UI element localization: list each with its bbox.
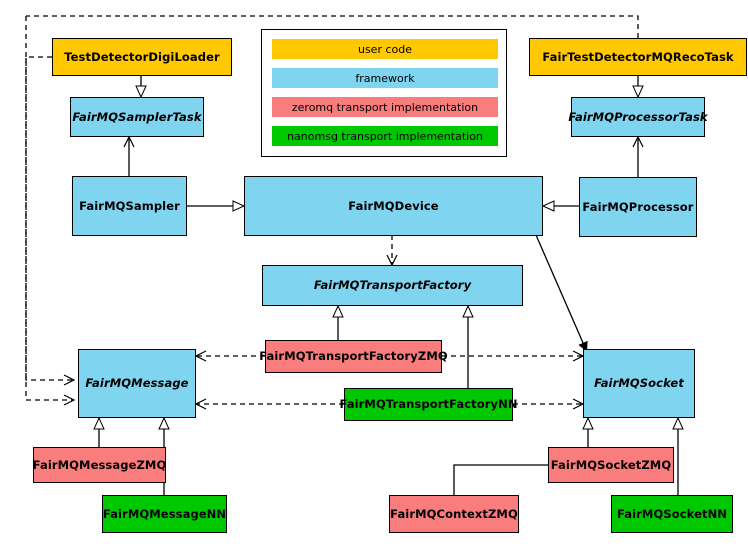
node-fairmqsocket[interactable]: FairMQSocket [583,349,695,418]
node-fairmqmessagenn[interactable]: FairMQMessageNN [102,495,227,533]
edge-recotask-message-seg1 [26,15,639,38]
legend-label-framework: framework [355,71,415,85]
node-fairmqtransportfactorynn[interactable]: FairMQTransportFactoryNN [339,388,517,421]
node-fairmqsocketzmq[interactable]: FairMQSocketZMQ [548,447,674,483]
legend-item-user-code: user code [272,39,498,59]
node-fairtestdetectormqrecotask[interactable]: FairTestDetectorMQRecoTask [529,38,747,76]
node-fairmqmessagezmq[interactable]: FairMQMessageZMQ [33,447,166,483]
node-fairmqcontextzmq[interactable]: FairMQContextZMQ [389,495,519,533]
legend: user code framework zeromq transport imp… [261,29,507,157]
node-fairmqdevice[interactable]: FairMQDevice [244,176,543,236]
legend-item-nanomsg: nanomsg transport implementation [272,126,498,146]
node-fairmqsampler[interactable]: FairMQSampler [72,176,187,236]
legend-label-nanomsg: nanomsg transport implementation [287,129,483,143]
edge-device-socket [535,234,588,353]
legend-label-zeromq: zeromq transport implementation [291,100,479,114]
edge-digiloader-message [25,56,76,406]
node-fairmqtransportfactoryzmq[interactable]: FairMQTransportFactoryZMQ [259,340,448,373]
edge-contextzmq-socketzmq [453,458,567,495]
node-fairmqprocessor[interactable]: FairMQProcessor [579,177,697,237]
node-fairmqtransportfactory[interactable]: FairMQTransportFactory [262,265,523,306]
legend-item-framework: framework [272,68,498,88]
node-fairmqmessage[interactable]: FairMQMessage [78,349,196,418]
node-testdetectordigiloader[interactable]: TestDetectorDigiLoader [52,38,232,76]
edge-recotask-message-seg2 [25,16,76,386]
node-fairmqsamplertask[interactable]: FairMQSamplerTask [70,97,204,137]
legend-item-zeromq: zeromq transport implementation [272,97,498,117]
node-fairmqsocketnn[interactable]: FairMQSocketNN [611,495,733,533]
node-fairmqprocessortask[interactable]: FairMQProcessorTask [568,97,708,137]
legend-label-user-code: user code [357,42,413,56]
